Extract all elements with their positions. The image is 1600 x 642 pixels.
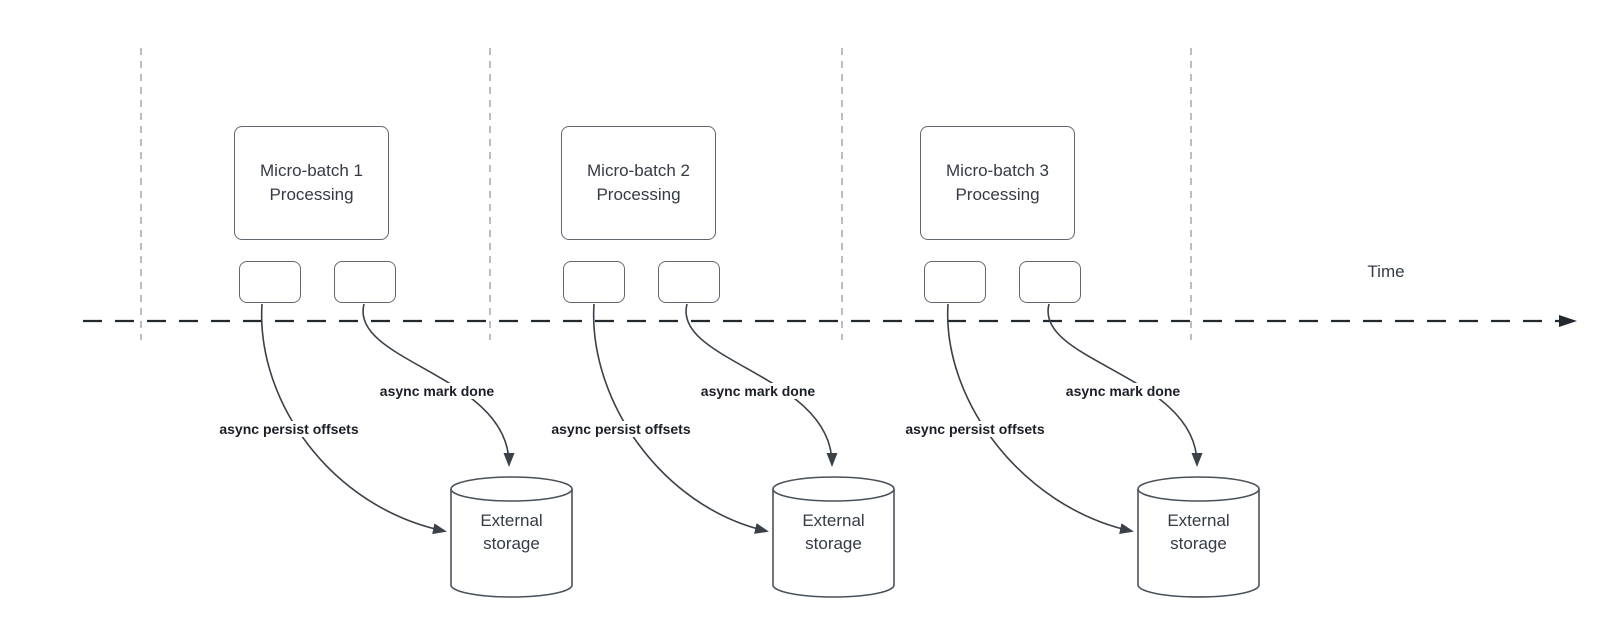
persist-offsets-arrow-1 xyxy=(260,303,447,535)
mark-done-task-box-3 xyxy=(1019,261,1081,303)
mark-done-task-box-1 xyxy=(334,261,396,303)
mark-done-label-3: async mark done xyxy=(1062,383,1184,399)
microbatch-3-processing-label: Micro-batch 3 Processing xyxy=(946,161,1049,204)
persist-offsets-label-1: async persist offsets xyxy=(216,421,362,437)
storage-cylinder-2 xyxy=(772,476,895,598)
microbatch-2-processing-label: Micro-batch 2 Processing xyxy=(587,161,690,204)
persist-offsets-label-3: async persist offsets xyxy=(902,421,1048,437)
mark-done-arrow-3 xyxy=(1047,303,1203,467)
external-storage-label-2: External storage xyxy=(802,511,865,553)
time-axis-label: Time xyxy=(1367,262,1405,281)
mark-done-arrow-2 xyxy=(685,303,838,467)
external-storage-label-3: External storage xyxy=(1167,511,1230,553)
mark-done-task-box-2 xyxy=(658,261,720,303)
persist-offsets-task-box-3 xyxy=(924,261,986,303)
microbatch-2-processing-box: Micro-batch 2 Processing xyxy=(561,126,716,240)
microbatch-3-processing-box: Micro-batch 3 Processing xyxy=(920,126,1075,240)
persist-offsets-task-box-2 xyxy=(563,261,625,303)
storage-cylinder-1 xyxy=(450,476,573,598)
microbatch-1-processing-box: Micro-batch 1 Processing xyxy=(234,126,389,240)
mark-done-arrow-1 xyxy=(362,303,515,467)
storage-cylinder-3 xyxy=(1137,476,1260,598)
persist-offsets-label-2: async persist offsets xyxy=(548,421,694,437)
persist-offsets-arrow-3 xyxy=(946,303,1134,534)
microbatch-1-processing-label: Micro-batch 1 Processing xyxy=(260,161,363,204)
persist-offsets-arrow-2 xyxy=(592,303,769,534)
external-storage-label-1: External storage xyxy=(480,511,543,553)
persist-offsets-task-box-1 xyxy=(239,261,301,303)
mark-done-label-2: async mark done xyxy=(697,383,819,399)
mark-done-label-1: async mark done xyxy=(376,383,498,399)
